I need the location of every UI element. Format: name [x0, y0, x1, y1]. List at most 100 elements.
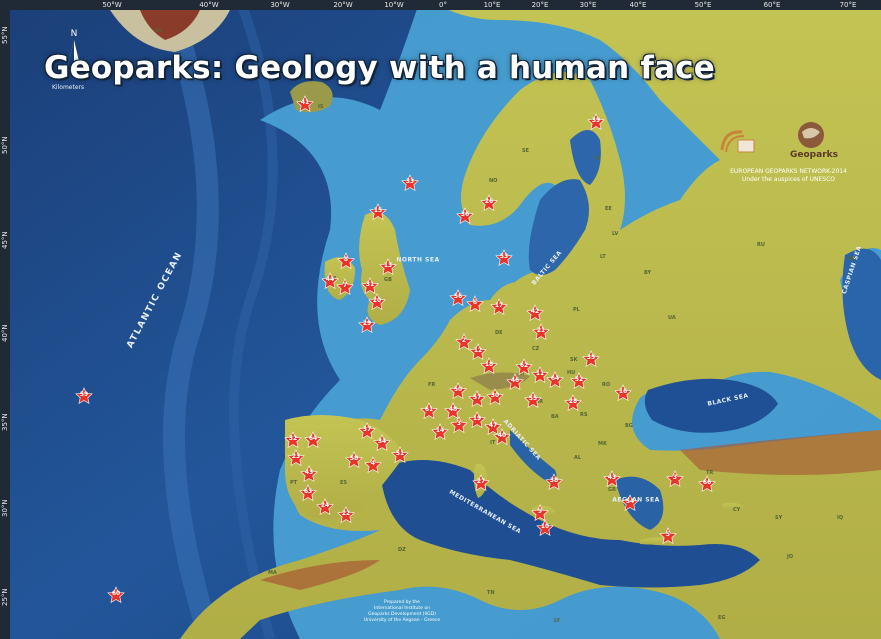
country-code-label: RS	[580, 412, 588, 418]
geopark-marker[interactable]: 50	[449, 382, 467, 400]
star-icon	[570, 372, 588, 389]
geopark-marker[interactable]: 31	[361, 277, 379, 295]
geopark-marker[interactable]: 40	[493, 428, 511, 446]
geopark-number: 51	[395, 450, 405, 457]
geopark-marker[interactable]: 43	[603, 470, 621, 488]
country-code-label: IQ	[837, 515, 844, 521]
geopark-marker[interactable]: 10	[536, 519, 554, 537]
geopark-marker[interactable]: 47	[484, 418, 502, 436]
geopark-marker[interactable]: 57	[468, 390, 486, 408]
geopark-marker[interactable]: 48	[444, 402, 462, 420]
geopark-marker[interactable]: 53	[495, 249, 513, 267]
geopark-number: 42	[530, 308, 540, 315]
geopark-marker[interactable]: 16	[614, 384, 632, 402]
longitude-scale-bar	[0, 0, 881, 10]
geopark-marker[interactable]: 4	[364, 456, 382, 474]
geopark-marker[interactable]: 13	[379, 258, 397, 276]
geopark-marker[interactable]: 3	[666, 470, 684, 488]
geopark-marker[interactable]: 20	[368, 293, 386, 311]
geopark-marker[interactable]: 55	[524, 391, 542, 409]
geopark-marker[interactable]: 43	[300, 465, 318, 483]
geopark-marker[interactable]: 35	[582, 350, 600, 368]
geopark-number: 20	[372, 297, 382, 304]
geopark-marker[interactable]: 29	[358, 316, 376, 334]
geopark-marker[interactable]: 11	[531, 366, 549, 384]
country-code-label: GL	[155, 28, 163, 34]
geopark-marker[interactable]: 52	[570, 372, 588, 390]
geopark-marker[interactable]: 62	[515, 358, 533, 376]
geoparks-logo-label: Geoparks	[790, 150, 838, 160]
geopark-marker[interactable]: 37	[358, 422, 376, 440]
geopark-number: 19	[472, 415, 482, 422]
geopark-marker[interactable]: 12	[469, 343, 487, 361]
geopark-marker[interactable]: 32	[284, 431, 302, 449]
star-icon	[587, 113, 605, 130]
star-icon	[546, 371, 564, 388]
geopark-marker[interactable]: 9	[531, 504, 549, 522]
star-icon	[391, 446, 409, 463]
star-icon	[337, 252, 355, 269]
geopark-number: 46	[510, 377, 520, 384]
geopark-marker[interactable]: 36	[456, 207, 474, 225]
geopark-marker[interactable]: 5	[659, 527, 677, 545]
geopark-number: 23	[291, 453, 301, 460]
geopark-marker[interactable]: 3	[450, 416, 468, 434]
geopark-marker[interactable]: 6	[466, 295, 484, 313]
star-icon	[524, 391, 542, 408]
geopark-marker[interactable]: 33	[401, 174, 419, 192]
geopark-marker[interactable]: 39	[587, 113, 605, 131]
geopark-number: 38	[549, 477, 559, 484]
svg-text:N: N	[71, 29, 78, 39]
star-icon	[468, 411, 486, 428]
geopark-marker[interactable]: 24	[316, 498, 334, 516]
geopark-marker[interactable]: 42	[526, 304, 544, 322]
geopark-marker[interactable]: 60	[107, 586, 125, 604]
geopark-marker[interactable]: 14	[431, 423, 449, 441]
star-icon	[603, 470, 621, 487]
country-code-label: LV	[612, 231, 619, 237]
geopark-marker[interactable]: 46	[506, 373, 524, 391]
geopark-marker[interactable]: 2	[455, 333, 473, 351]
geopark-marker[interactable]: 8	[337, 252, 355, 270]
geopark-marker[interactable]: 59	[75, 387, 93, 405]
geopark-marker[interactable]: 51	[391, 446, 409, 464]
geopark-marker[interactable]: 17	[490, 298, 508, 316]
geopark-marker[interactable]: 63	[299, 484, 317, 502]
geopark-marker[interactable]: 66	[698, 475, 716, 493]
geopark-marker[interactable]: 15	[369, 203, 387, 221]
geopark-marker[interactable]: 44	[321, 272, 339, 290]
geopark-number: 18	[484, 361, 494, 368]
geopark-number: 15	[373, 207, 383, 214]
geopark-marker[interactable]: 54	[621, 494, 639, 512]
geopark-marker[interactable]: 64	[304, 431, 322, 449]
geopark-marker[interactable]: 61	[420, 402, 438, 420]
geopark-marker[interactable]: 22	[337, 506, 355, 524]
geopark-marker[interactable]: 18	[480, 357, 498, 375]
geopark-marker[interactable]: 19	[468, 411, 486, 429]
country-code-label: CZ	[532, 346, 540, 352]
star-icon	[316, 498, 334, 515]
geopark-marker[interactable]: 26	[480, 194, 498, 212]
geopark-marker[interactable]: 28	[564, 394, 582, 412]
country-code-label: TN	[487, 590, 495, 596]
geopark-marker[interactable]: 23	[287, 449, 305, 467]
geopark-marker[interactable]: 7	[336, 278, 354, 296]
country-code-label: AT	[518, 371, 525, 377]
country-code-label: TR	[706, 470, 714, 476]
longitude-label: 0°	[439, 1, 447, 9]
geopark-marker[interactable]: 41	[296, 95, 314, 113]
geopark-marker[interactable]: 21	[532, 323, 550, 341]
geopark-marker[interactable]: 34	[373, 434, 391, 452]
geopark-marker[interactable]: 56	[449, 289, 467, 307]
geopark-marker[interactable]: 38	[545, 473, 563, 491]
geopark-marker[interactable]: 27	[472, 474, 490, 492]
geopark-number: 12	[473, 347, 483, 354]
geopark-marker[interactable]: 64	[546, 371, 564, 389]
geopark-marker[interactable]: 30	[486, 388, 504, 406]
country-code-label: UA	[668, 315, 676, 321]
geopark-number: 50	[453, 386, 463, 393]
geopark-marker[interactable]: 58	[345, 451, 363, 469]
star-icon	[361, 277, 379, 294]
star-icon	[666, 470, 684, 487]
